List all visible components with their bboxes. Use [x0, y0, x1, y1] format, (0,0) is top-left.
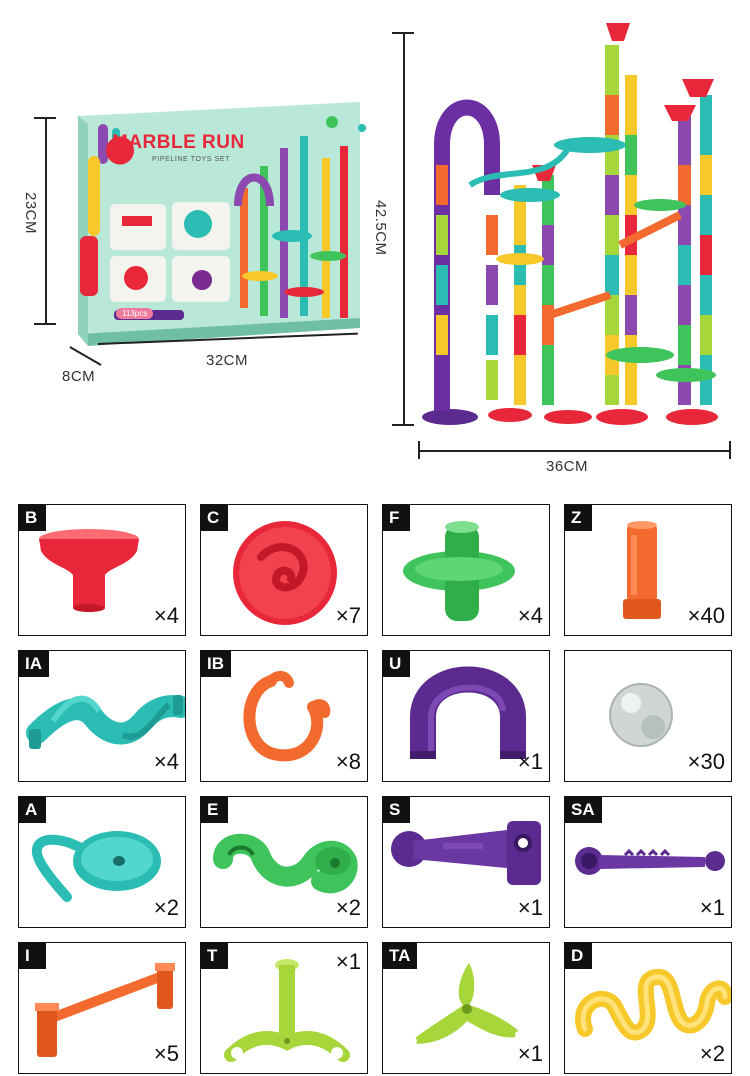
tower-height-label: 42.5CM — [372, 200, 389, 256]
part-quantity: ×1 — [335, 949, 361, 974]
tri-base-icon — [409, 963, 523, 1045]
part-quantity: ×1 — [517, 1041, 543, 1066]
part-card-f: F ×4 — [382, 504, 550, 636]
box-width-label: 32CM — [206, 352, 249, 369]
box-subtitle: PIPELINE TOYS SET — [152, 156, 231, 163]
part-code: C — [201, 505, 228, 531]
part-code: TA — [383, 943, 418, 969]
clip-ring-icon — [243, 671, 331, 762]
part-quantity: ×2 — [335, 895, 361, 920]
spiral-funnel-icon — [31, 831, 161, 902]
part-quantity: ×1 — [699, 895, 725, 920]
part-card-b: B ×4 — [18, 504, 186, 636]
swirl-disc-icon — [233, 521, 337, 625]
funnel-icon — [39, 529, 139, 612]
part-card-ta: TA ×1 — [382, 942, 550, 1074]
part-quantity: ×30 — [687, 749, 725, 774]
part-code: IB — [201, 651, 231, 677]
tower-height-line — [403, 33, 405, 425]
box-height-tick-top — [34, 117, 56, 119]
launcher-icon — [391, 821, 541, 885]
part-code: F — [383, 505, 410, 531]
tower-illustration — [410, 15, 735, 435]
part-code: Z — [565, 505, 592, 531]
t-stand-icon — [224, 959, 350, 1062]
tower-height-tick-top — [392, 32, 414, 34]
part-card-t: T ×1 — [200, 942, 368, 1074]
part-card-s: S ×1 — [382, 796, 550, 928]
part-card-ib: IB ×8 — [200, 650, 368, 782]
part-code: B — [19, 505, 46, 531]
parts-grid: B ×4 C ×7 F ×4 Z ×40 — [18, 504, 732, 1074]
part-quantity: ×4 — [153, 603, 179, 628]
part-code: A — [19, 797, 46, 823]
part-card-sa: SA ×1 — [564, 796, 732, 928]
tower-width-tick-left — [418, 441, 420, 459]
part-quantity: ×7 — [335, 603, 361, 628]
box-count-badge: 113pcs — [116, 308, 154, 319]
part-quantity: ×1 — [517, 749, 543, 774]
part-card-marble: ×30 — [564, 650, 732, 782]
part-card-u: U ×1 — [382, 650, 550, 782]
box-brand: MARBLE RUN — [112, 132, 245, 153]
part-code: D — [565, 943, 592, 969]
plunger-icon — [575, 847, 725, 875]
part-code: I — [19, 943, 46, 969]
s-track-icon — [213, 833, 358, 894]
part-code: IA — [19, 651, 49, 677]
part-quantity: ×4 — [517, 603, 543, 628]
part-quantity: ×1 — [517, 895, 543, 920]
part-quantity: ×8 — [335, 749, 361, 774]
part-card-e: E ×2 — [200, 796, 368, 928]
part-quantity: ×4 — [153, 749, 179, 774]
tower-width-label: 36CM — [546, 458, 589, 475]
box-height-label: 23CM — [22, 192, 39, 235]
part-quantity: ×2 — [153, 895, 179, 920]
bridge-rail-icon — [35, 963, 175, 1057]
part-card-a: A ×2 — [18, 796, 186, 928]
part-card-c: C ×7 — [200, 504, 368, 636]
box-illustration: MARBLE RUN PIPELINE TOYS SET 113pcs — [70, 96, 370, 356]
junction-icon — [403, 521, 515, 621]
tube-icon — [623, 521, 661, 619]
marble-icon — [609, 683, 673, 747]
tower-width-line — [418, 450, 730, 452]
part-card-z: Z ×40 — [564, 504, 732, 636]
part-code: S — [383, 797, 410, 823]
part-card-d: D ×2 — [564, 942, 732, 1074]
box-height-tick-bottom — [34, 323, 56, 325]
box-depth-label: 8CM — [62, 368, 96, 385]
box-height-line — [45, 118, 47, 324]
part-card-i: I ×5 — [18, 942, 186, 1074]
part-code: U — [383, 651, 410, 677]
part-code: E — [201, 797, 228, 823]
part-code: SA — [565, 797, 602, 823]
part-code: T — [201, 943, 228, 969]
part-quantity: ×2 — [699, 1041, 725, 1066]
tower-width-tick-right — [729, 441, 731, 459]
twist-chute-icon — [26, 695, 185, 749]
u-pipe-icon — [410, 666, 526, 759]
part-quantity: ×5 — [153, 1041, 179, 1066]
part-card-ia: IA ×4 — [18, 650, 186, 782]
wave-track-icon — [575, 969, 731, 1041]
part-quantity: ×40 — [687, 603, 725, 628]
tower-height-tick-bottom — [392, 424, 414, 426]
